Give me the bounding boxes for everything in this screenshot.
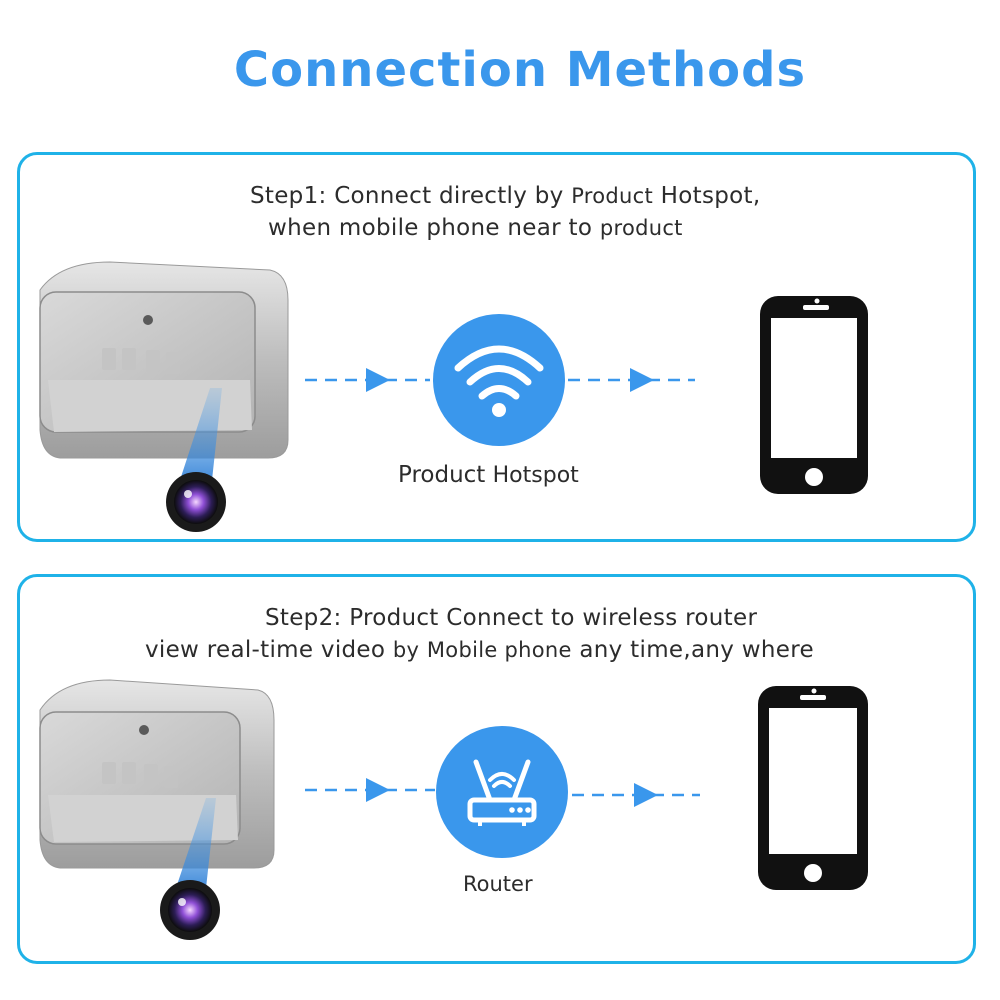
step2-line2-c: Mobile phone (426, 638, 572, 662)
arrow-to-phone (568, 368, 695, 392)
page-title: Connection Methods (233, 42, 807, 98)
step2-line1-a: Product (349, 605, 439, 631)
clock-camera-device (39, 679, 275, 940)
step2-prefix: Step2: (265, 605, 342, 631)
step2-line2-a: view real-time video (145, 637, 386, 663)
arrow-to-hotspot (305, 368, 430, 392)
step1-text: Step1: Connect directly by Product Hotsp… (250, 180, 760, 244)
clock-camera-device (39, 261, 289, 532)
hotspot-node (433, 314, 565, 446)
camera-lens-icon (168, 888, 212, 932)
hotspot-label-a: Product (398, 462, 486, 488)
router-node (436, 726, 568, 858)
step2-line2-b: by (392, 638, 420, 662)
wifi-icon (454, 345, 544, 400)
step1-line1: Step1: Connect directly by Product Hotsp… (250, 180, 760, 212)
step2-line1: Step2: Product Connect to wireless route… (145, 602, 814, 634)
step1-prefix: Step1: (250, 183, 327, 209)
camera-lens-icon (174, 480, 218, 524)
smartphone-icon (760, 296, 868, 494)
step1-line2: when mobile phone near to product (250, 212, 760, 244)
step2-line2-d: any time,any where (579, 637, 814, 663)
step1-line1-a: Connect directly by (334, 183, 564, 209)
smartphone-icon (758, 686, 868, 890)
step2-text: Step2: Product Connect to wireless route… (145, 602, 814, 666)
arrow-to-phone (572, 783, 700, 807)
arrow-to-router (305, 778, 435, 802)
step1-line2-a: when mobile phone near to (268, 215, 593, 241)
hotspot-label-b: Hotspot (492, 463, 579, 488)
step1-line2-b: product (599, 216, 683, 240)
hotspot-label: Product Hotspot (398, 462, 579, 488)
step2-line1-b: Connect to wireless router (446, 605, 758, 631)
step1-line1-b: Product (571, 184, 654, 208)
router-icon (467, 759, 537, 826)
step1-line1-c: Hotspot, (660, 183, 761, 209)
router-label: Router (463, 872, 533, 896)
step2-line2: view real-time video by Mobile phone any… (145, 634, 814, 666)
